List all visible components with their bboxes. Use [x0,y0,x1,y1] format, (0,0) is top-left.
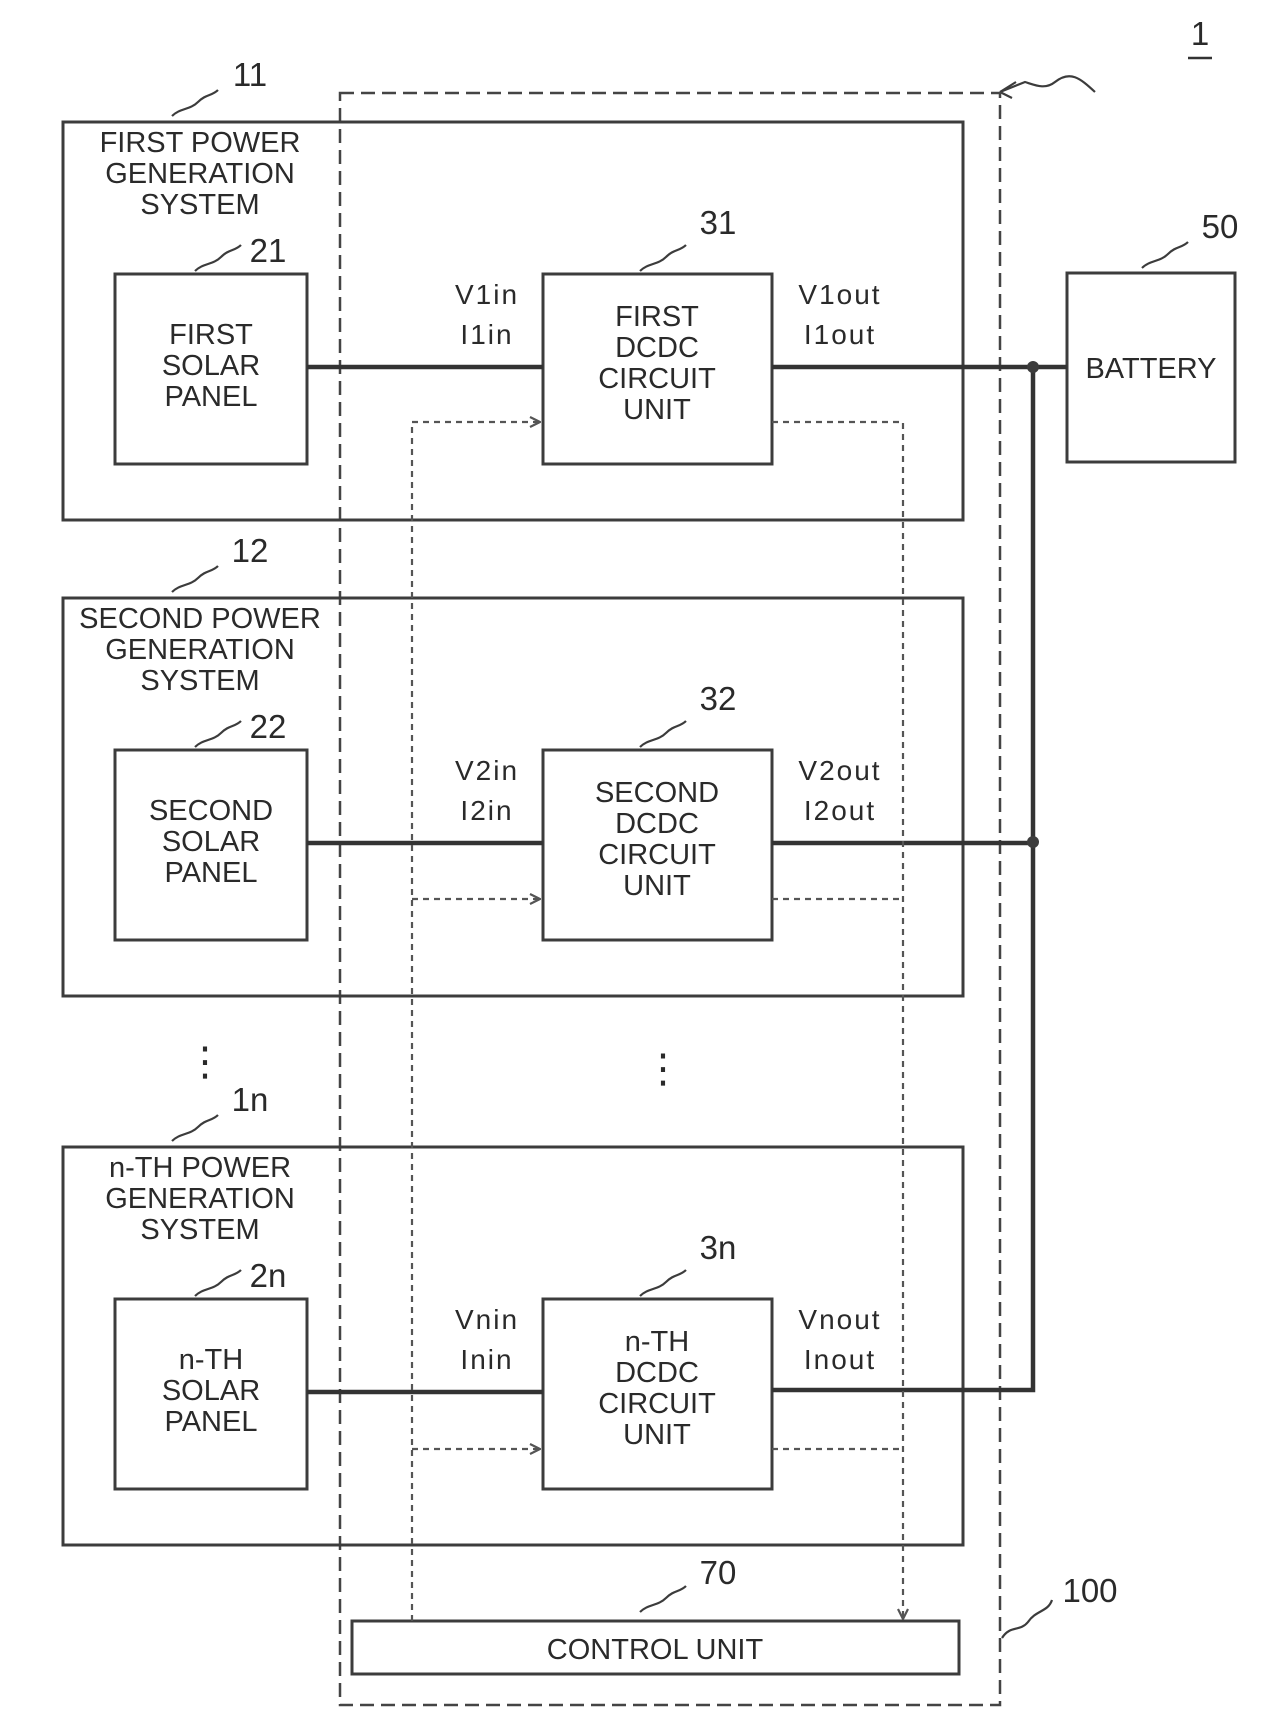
control-unit: CONTROL UNIT 70 [352,1554,959,1674]
dcdc-unit-label-line: CIRCUIT [598,839,716,871]
ref-leader [195,721,241,747]
ref-leader [640,245,686,271]
bus-junction-1 [1027,361,1039,373]
dcdc-unit-label-line: DCDC [615,808,699,840]
input-voltage-label: V2in [455,755,519,786]
system-title-line: GENERATION [105,634,295,666]
solar-panel-ref-label: 2n [250,1257,287,1294]
dcdc-unit-label-line: CIRCUIT [598,1388,716,1420]
dcdc-unit-label-line: DCDC [615,332,699,364]
ref-leader [172,1115,218,1141]
system-ref-label: 1n [232,1081,269,1118]
battery-ref-label: 50 [1202,208,1239,245]
solar-panel-label-line: PANEL [165,381,258,413]
system-ref-label: 11 [233,56,267,93]
solar-panel-label-line: SOLAR [162,826,260,858]
dcdc-unit-label-line: UNIT [623,870,691,902]
output-voltage-label: Vnout [798,1304,881,1335]
input-current-label: I1in [460,319,513,350]
dcdc-unit-label-line: SECOND [595,777,719,809]
dcdc-unit-ref-label: 31 [700,204,737,241]
input-voltage-label: Vnin [455,1304,519,1335]
solar-panel-label-line: SECOND [149,795,273,827]
output-voltage-label: V2out [798,755,881,786]
ref-leader [195,245,241,271]
output-voltage-label: V1out [798,279,881,310]
battery-label: BATTERY [1085,353,1216,385]
system-title-line: SYSTEM [140,1214,259,1246]
dcdc-unit-label-line: DCDC [615,1357,699,1389]
ref-leader [640,721,686,747]
system-title-line: SYSTEM [140,665,259,697]
dcdc-unit-label-line: UNIT [623,1419,691,1451]
feedback-trunk [772,422,903,1619]
system-title-line: SECOND POWER [79,603,321,635]
ref-leader [640,1270,686,1296]
control-unit-ref-label: 70 [700,1554,737,1591]
power-generation-systems: 11FIRST POWERGENERATIONSYSTEM21FIRSTSOLA… [63,56,1033,1545]
dcdc-unit-ref-label: 32 [700,680,737,717]
system-title-line: FIRST POWER [100,127,301,159]
power-generation-system-2: 12SECOND POWERGENERATIONSYSTEM22SECONDSO… [63,532,1033,996]
system-title-line: n-TH POWER [109,1152,291,1184]
bus-junction-2 [1027,836,1039,848]
solar-panel-label-line: PANEL [165,1406,258,1438]
system-title-line: SYSTEM [140,189,259,221]
control-unit-label: CONTROL UNIT [547,1634,764,1666]
output-current-label: I1out [804,319,876,350]
ellipsis-center: ⋮ [643,1047,683,1091]
output-current-label: I2out [804,795,876,826]
dcdc-unit-ref-label: 3n [700,1229,737,1266]
solar-panel-label-line: SOLAR [162,350,260,382]
ellipsis-left: ⋮ [185,1040,225,1084]
dcdc-unit-label-line: CIRCUIT [598,363,716,395]
figure-ref-label: 1 [1191,15,1209,52]
solar-panel-label-line: FIRST [169,319,253,351]
solar-panel-label-line: SOLAR [162,1375,260,1407]
figure-ref: 1 [1000,15,1212,98]
dcdc-unit-label-line: FIRST [615,301,699,333]
solar-panel-label-line: PANEL [165,857,258,889]
ref-leader [195,1270,241,1296]
ref-leader [172,90,218,116]
ref-leader [172,566,218,592]
input-current-label: Inin [460,1344,513,1375]
output-current-label: Inout [804,1344,876,1375]
solar-panel-label-line: n-TH [179,1344,243,1376]
controller-ref-label: 100 [1062,1572,1117,1609]
dcdc-unit-label-line: n-TH [625,1326,689,1358]
system-ref-label: 12 [232,532,269,569]
input-voltage-label: V1in [455,279,519,310]
system-title-line: GENERATION [105,158,295,190]
output-bus [772,361,1067,1390]
battery: BATTERY 50 [1067,208,1238,462]
system-title-line: GENERATION [105,1183,295,1215]
solar-panel-ref-label: 21 [250,232,287,269]
dcdc-unit-label-line: UNIT [623,394,691,426]
power-generation-system-1: 11FIRST POWERGENERATIONSYSTEM21FIRSTSOLA… [63,56,1033,520]
solar-panel-ref-label: 22 [250,708,287,745]
input-current-label: I2in [460,795,513,826]
power-generation-system-3: 1nn-TH POWERGENERATIONSYSTEM2nn-THSOLARP… [63,1081,963,1545]
